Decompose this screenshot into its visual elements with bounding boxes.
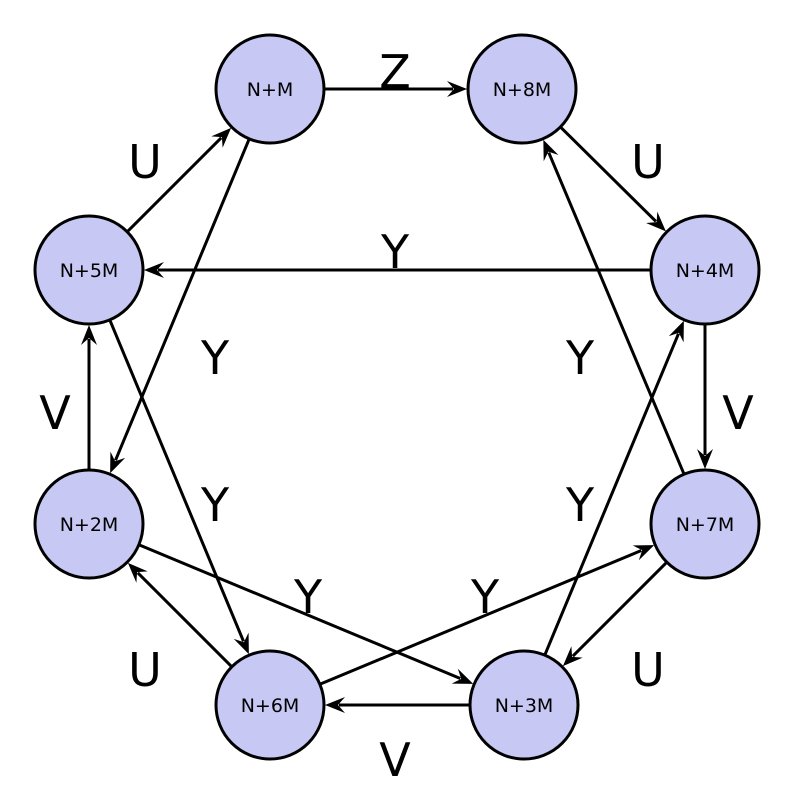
node-circle <box>33 468 145 580</box>
edge-label-n4-n5: Y <box>380 225 410 279</box>
edge-label-n2-n5: V <box>39 386 71 440</box>
arrowhead <box>697 449 713 469</box>
edge-n7-n3 <box>562 561 668 667</box>
node-label: N+4M <box>676 260 735 282</box>
edge-label-n3-n6: V <box>379 733 411 787</box>
edge-label-n7-n3: U <box>631 643 665 697</box>
edge-labels: Z U Y U Y Y V V Y Y Y Y U U V <box>39 45 754 787</box>
arrowhead <box>211 127 232 148</box>
edge-n3-n6 <box>325 697 470 713</box>
node-label: N+7M <box>676 514 735 536</box>
node-circle <box>33 214 145 326</box>
arrowhead <box>233 632 249 655</box>
node-circle <box>649 214 761 326</box>
node-n6: N+6M <box>214 649 326 761</box>
edge-n2-n5 <box>81 325 97 470</box>
node-label: N+2M <box>60 514 119 536</box>
edge-line <box>547 152 686 475</box>
edge-n7-n8 <box>543 139 686 475</box>
node-n1: N+M <box>214 33 326 145</box>
edge-n6-n2 <box>127 562 233 668</box>
edge-n1-n2 <box>110 138 251 474</box>
arrowhead <box>543 139 559 162</box>
node-n2: N+2M <box>33 468 145 580</box>
edge-n5-n6 <box>108 319 249 655</box>
node-label: N+6M <box>241 695 300 717</box>
arrowhead <box>325 697 345 713</box>
node-n3: N+3M <box>468 649 580 761</box>
edge-line <box>319 549 642 686</box>
edge-n1-n8 <box>324 81 467 97</box>
edge-n3-n4 <box>543 320 684 656</box>
edge-label-n5-n1: U <box>128 135 162 189</box>
arrowhead <box>81 325 97 345</box>
edge-label-n8-n4: U <box>631 135 665 189</box>
node-circle <box>466 33 578 145</box>
edge-label-n3-n4: Y <box>565 478 595 532</box>
edge-line <box>136 571 233 668</box>
edge-label-n6-n7: Y <box>470 570 500 624</box>
edge-label-n2-n3: Y <box>293 570 323 624</box>
node-circle <box>214 649 326 761</box>
arrowhead <box>668 320 684 343</box>
node-label: N+3M <box>495 695 554 717</box>
arrowhead <box>144 262 164 278</box>
node-circle <box>468 649 580 761</box>
edge-label-n1-n2: Y <box>200 331 230 385</box>
node-label: N+M <box>247 79 294 101</box>
node-n8: N+8M <box>466 33 578 145</box>
nodes: N+M N+8M N+4M N+7M N+3M N+6M N+2M N+5M <box>33 33 761 761</box>
node-n4: N+4M <box>649 214 761 326</box>
arrowhead <box>110 451 126 474</box>
edge-n6-n7 <box>319 545 655 686</box>
arrowhead <box>127 562 148 583</box>
edge-n5-n1 <box>126 127 232 233</box>
edge-line <box>543 333 680 656</box>
edges <box>81 81 713 713</box>
edge-n4-n7 <box>697 324 713 469</box>
arrowhead <box>646 211 666 232</box>
edge-line <box>138 543 461 680</box>
edge-label-n4-n7: V <box>722 386 754 440</box>
arrowhead <box>451 668 474 684</box>
edge-label-n7-n8: Y <box>565 331 595 385</box>
edge-line <box>114 138 251 461</box>
arrowhead <box>562 646 583 667</box>
edge-label-n5-n6: Y <box>200 478 230 532</box>
edge-line <box>108 319 245 642</box>
node-n5: N+5M <box>33 214 145 326</box>
arrowhead <box>447 81 467 97</box>
node-label: N+5M <box>60 260 119 282</box>
edge-line <box>559 125 657 223</box>
edge-line <box>571 561 668 658</box>
edge-label-n6-n2: U <box>128 643 162 697</box>
edge-label-n1-n8: Z <box>379 45 411 99</box>
node-circle <box>214 33 326 145</box>
edge-n2-n3 <box>138 543 474 684</box>
edge-line <box>126 136 223 233</box>
node-label: N+8M <box>493 79 552 101</box>
edge-n8-n4 <box>559 125 666 232</box>
arrowhead <box>632 545 655 561</box>
node-n7: N+7M <box>649 468 761 580</box>
edge-n4-n5 <box>144 262 651 278</box>
node-circle <box>649 468 761 580</box>
